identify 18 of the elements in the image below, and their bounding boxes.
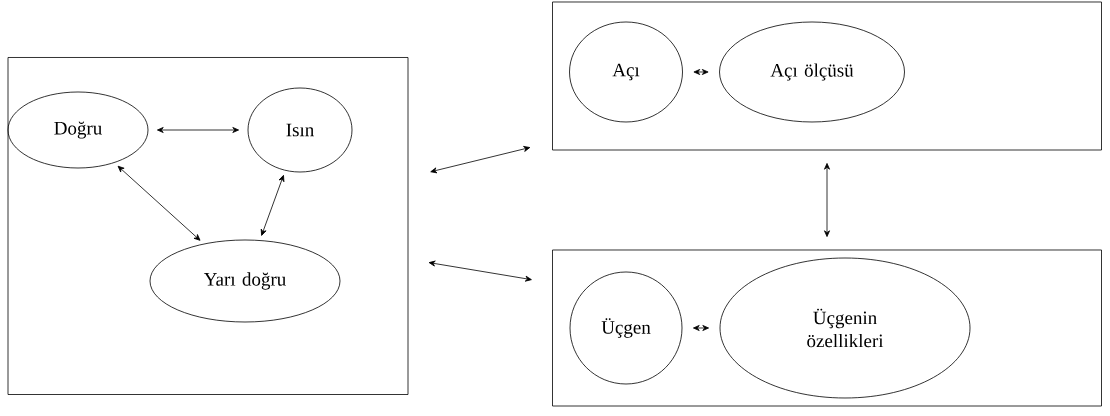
double-arrow: [157, 127, 239, 133]
ellipse-node: Doğru: [7, 91, 149, 169]
group-box: [7, 57, 409, 395]
ellipse-node: Üçgen: [569, 271, 683, 385]
ellipse-node: Açı ölçüsü: [719, 21, 905, 123]
double-arrow: [428, 260, 532, 282]
double-arrow: [117, 165, 201, 241]
double-arrow: [693, 325, 709, 331]
group-box: [552, 249, 1102, 407]
double-arrow: [693, 69, 709, 75]
double-arrow: [824, 163, 830, 237]
ellipse-node: Yarı doğru: [149, 239, 341, 323]
double-arrow: [430, 146, 531, 174]
ellipse-node: Açı: [569, 21, 683, 123]
group-box: [552, 1, 1102, 151]
ellipse-node: Isın: [247, 87, 353, 173]
ellipse-node: Üçgenin özellikleri: [719, 257, 971, 399]
double-arrow: [260, 174, 285, 236]
